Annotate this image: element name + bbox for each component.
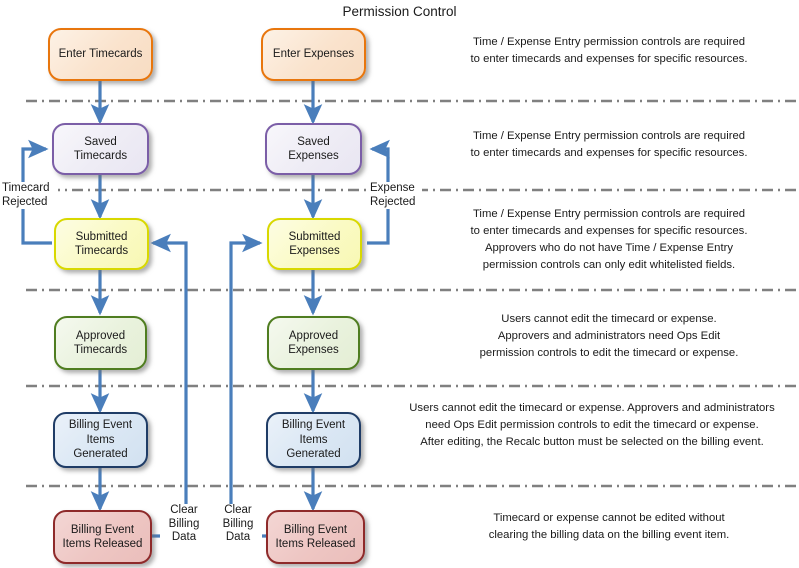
node-enter-timecards[interactable]: Enter Timecards	[48, 28, 153, 81]
node-label: Saved Timecards	[73, 135, 128, 162]
node-label: Billing Event Items Released	[275, 523, 356, 550]
edge-label-timecard-rejected: Timecard Rejected	[2, 182, 58, 210]
node-saved-timecards[interactable]: Saved Timecards	[52, 123, 149, 175]
node-enter-expenses[interactable]: Enter Expenses	[261, 28, 366, 81]
note-generated: Users cannot edit the timecard or expens…	[409, 402, 775, 448]
edge-clear-billing-data-left	[150, 233, 188, 538]
node-billing-event-items-released-expenses[interactable]: Billing Event Items Released	[266, 510, 365, 564]
edge-label-clear-billing-data-left: Clear Billing Data	[160, 504, 208, 545]
node-label: Enter Expenses	[272, 48, 355, 61]
edge-label-clear-billing-data-right: Clear Billing Data	[214, 504, 262, 545]
node-billing-event-items-generated-timecards[interactable]: Billing Event Items Generated	[53, 412, 148, 468]
note-saved: Time / Expense Entry permission controls…	[470, 130, 748, 159]
node-label: Approved Expenses	[288, 329, 339, 356]
node-label: Billing Event Items Generated	[68, 419, 133, 461]
node-approved-timecards[interactable]: Approved Timecards	[54, 316, 147, 370]
node-submitted-timecards[interactable]: Submitted Timecards	[54, 218, 149, 270]
node-approved-expenses[interactable]: Approved Expenses	[267, 316, 360, 370]
lane-separators	[26, 99, 799, 488]
node-label: Approved Timecards	[73, 329, 128, 356]
note-released: Timecard or expense cannot be edited wit…	[488, 512, 730, 541]
node-label: Saved Expenses	[288, 135, 339, 162]
edge-label-expense-rejected: Expense Rejected	[370, 182, 422, 210]
edge-clear-billing-data-right	[229, 233, 266, 538]
node-label: Enter Timecards	[58, 48, 143, 61]
node-billing-event-items-generated-expenses[interactable]: Billing Event Items Generated	[266, 412, 361, 468]
node-label: Submitted Timecards	[74, 230, 129, 257]
node-saved-expenses[interactable]: Saved Expenses	[265, 123, 362, 175]
node-billing-event-items-released-timecards[interactable]: Billing Event Items Released	[53, 510, 152, 564]
note-submitted: Time / Expense Entry permission controls…	[470, 208, 748, 271]
panel-title-permission-control: Permission Control	[342, 4, 457, 19]
node-label: Billing Event Items Released	[62, 523, 143, 550]
node-label: Submitted Expenses	[288, 230, 341, 257]
node-label: Billing Event Items Generated	[281, 419, 346, 461]
note-entry: Time / Expense Entry permission controls…	[470, 36, 748, 65]
node-submitted-expenses[interactable]: Submitted Expenses	[267, 218, 362, 270]
note-approved: Users cannot edit the timecard or expens…	[479, 313, 739, 359]
